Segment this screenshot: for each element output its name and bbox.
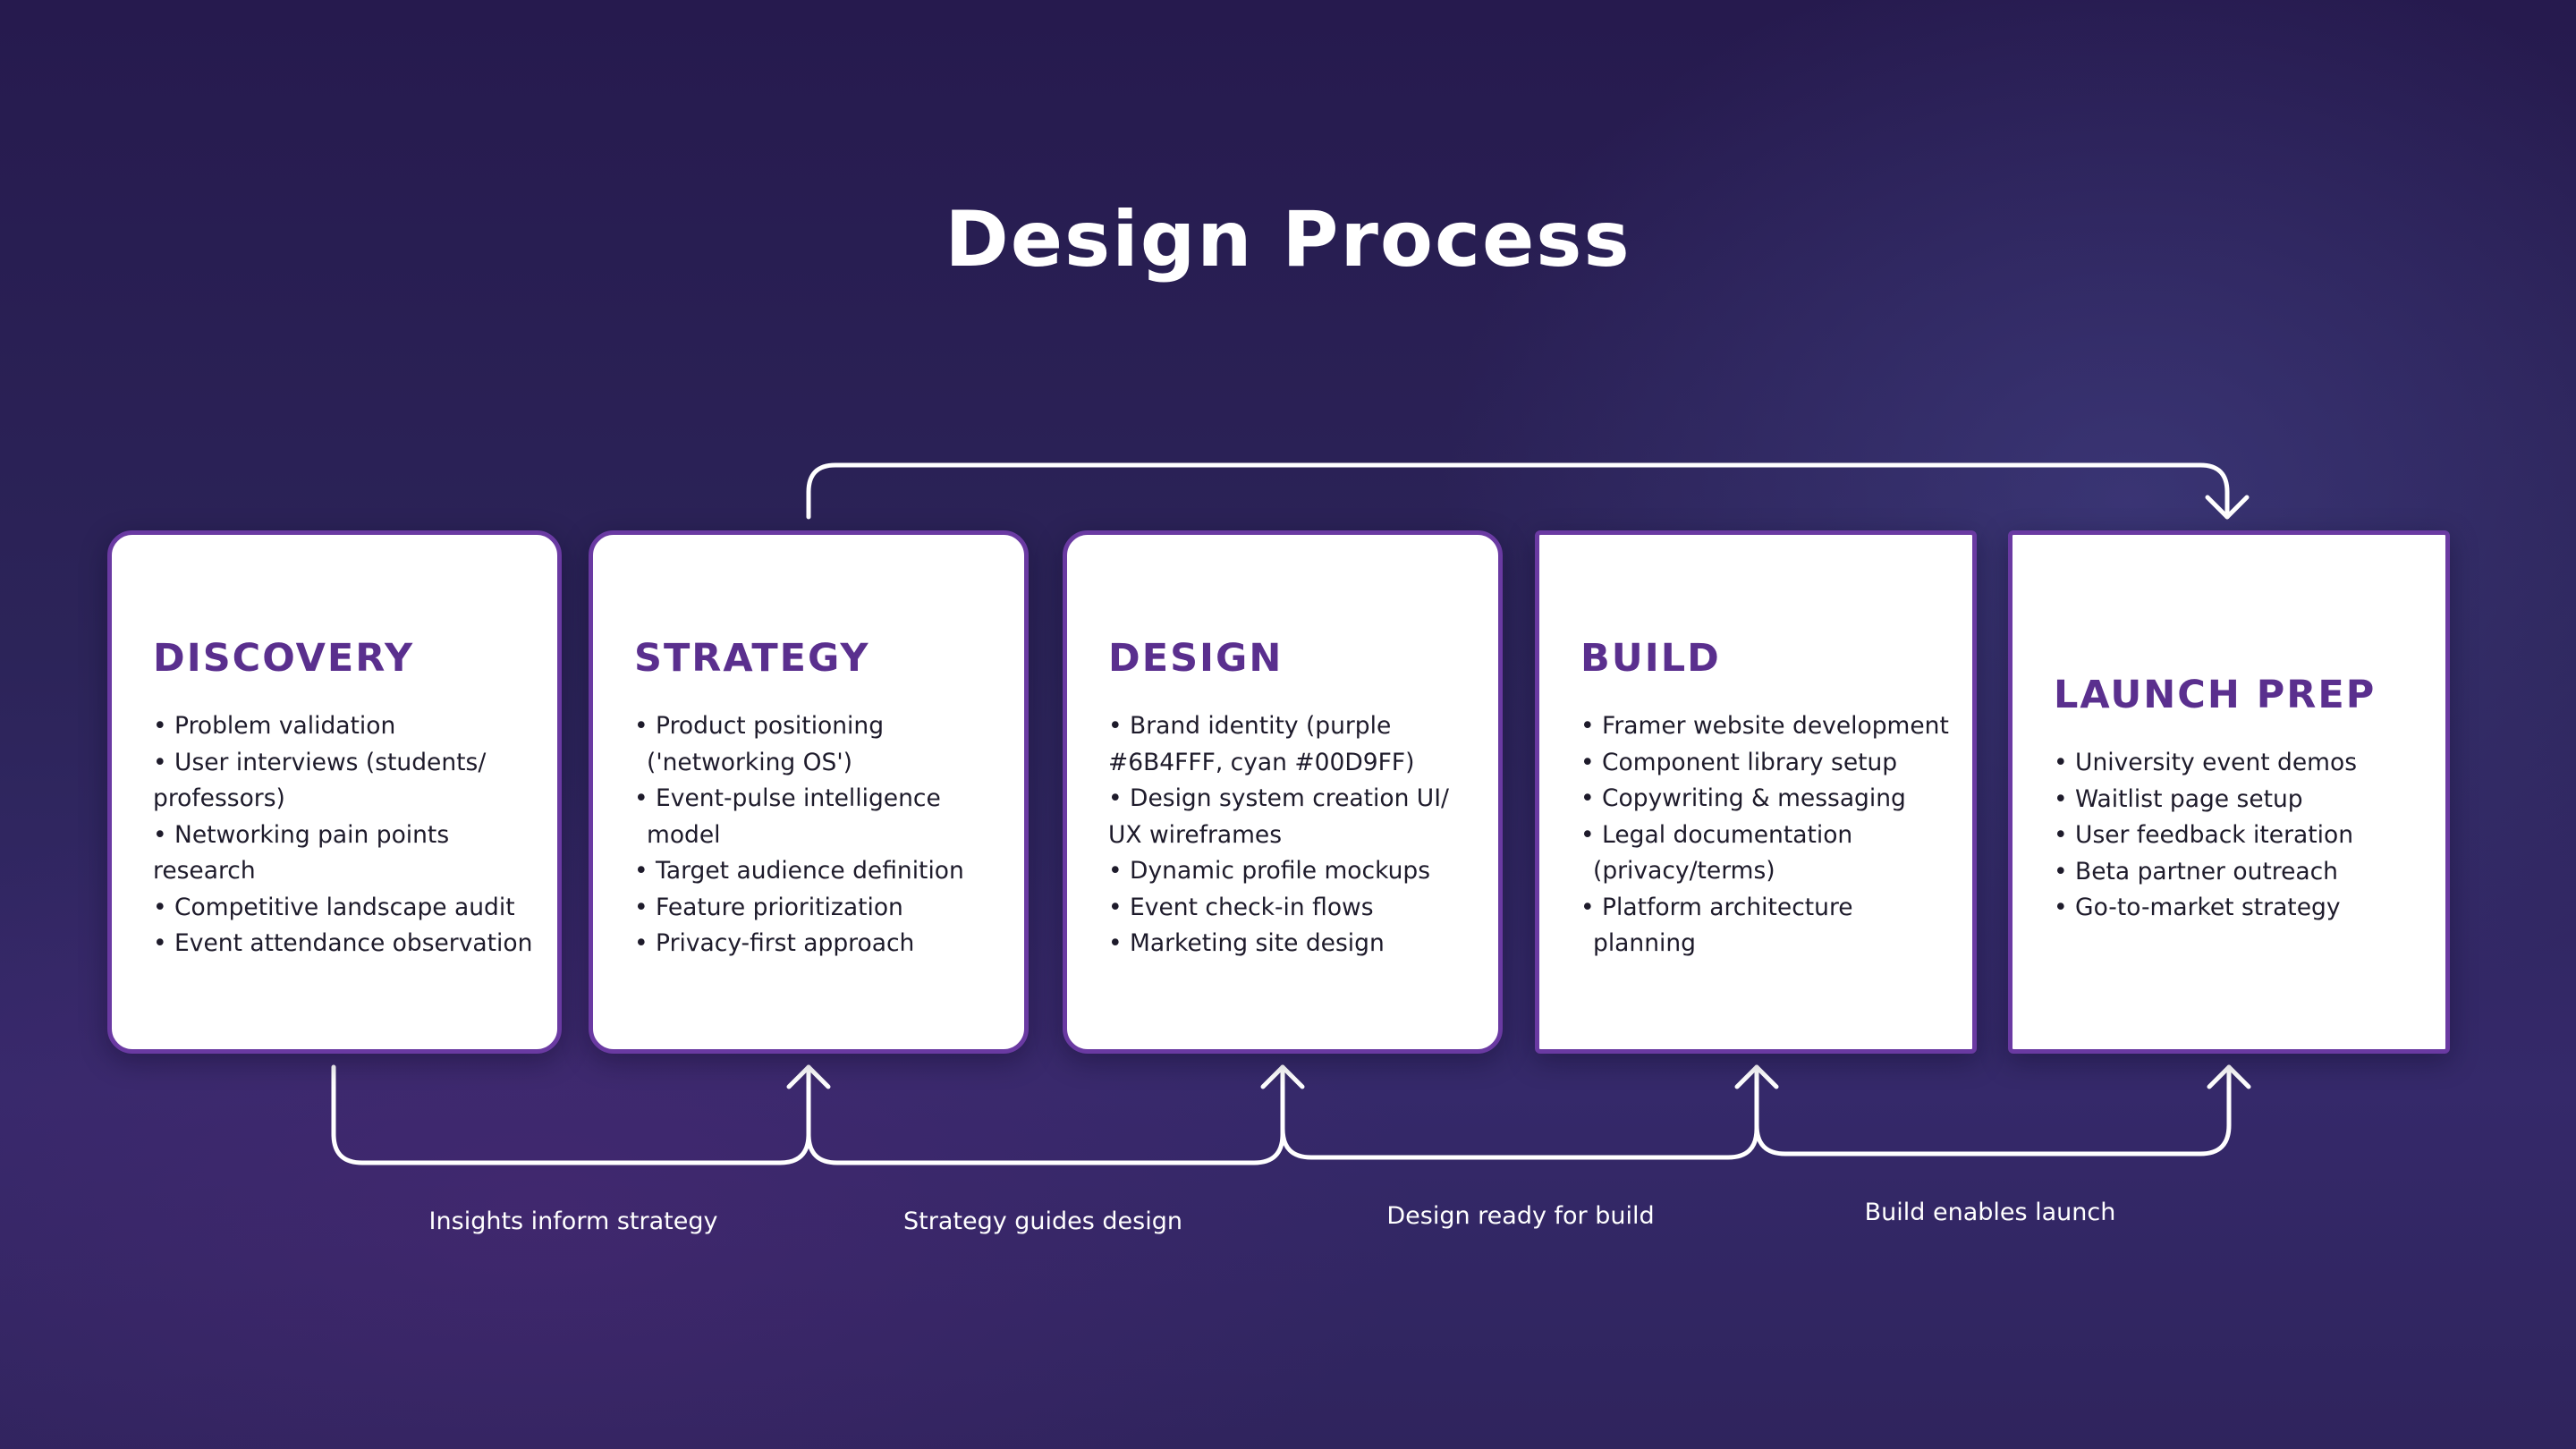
flow-connector-2	[806, 1064, 1285, 1165]
list-item: • User feedback iteration	[2054, 821, 2353, 849]
list-item: • Feature prioritization	[634, 893, 903, 921]
stage-card-launch-prep: LAUNCH PREP • University event demos • W…	[2008, 530, 2450, 1054]
list-item: • University event demos	[2054, 749, 2358, 776]
list-item: #6B4FFF, cyan #00D9FF)	[1108, 748, 1415, 776]
list-item: • Target audience definition	[634, 857, 964, 885]
list-item: • Component library setup	[1580, 748, 1898, 776]
list-item: • Product positioning	[634, 712, 885, 740]
stage-card-design: DESIGN • Brand identity (purple #6B4FFF,…	[1063, 530, 1503, 1054]
list-item: • Design system creation UI/	[1108, 784, 1449, 812]
list-item: UX wireframes	[1108, 820, 1283, 849]
stage-heading: LAUNCH PREP	[2054, 673, 2377, 717]
flow-label-design: Design ready for build	[1386, 1202, 1655, 1230]
list-item: • Go-to-market strategy	[2054, 894, 2341, 921]
top-loop-arrowhead	[2205, 495, 2250, 520]
list-item: • Platform architecture	[1580, 893, 1853, 921]
stage-heading: BUILD	[1580, 636, 1721, 681]
list-item: • Event attendance observation	[153, 929, 533, 957]
top-loop-connector	[806, 462, 2230, 520]
page-title: Design Process	[945, 195, 1631, 284]
list-item: model	[647, 820, 721, 849]
list-item: • Privacy-first approach	[634, 929, 915, 957]
list-item: research	[153, 857, 256, 885]
flow-label-insights: Insights inform strategy	[428, 1208, 718, 1235]
list-item: • Event-pulse intelligence	[634, 784, 941, 812]
list-item: (privacy/terms)	[1593, 857, 1775, 885]
list-item: • Beta partner outreach	[2054, 857, 2338, 886]
flow-label-build: Build enables launch	[1864, 1199, 2116, 1226]
flow-arrowhead-4	[2207, 1064, 2251, 1089]
flow-label-strategy: Strategy guides design	[903, 1208, 1182, 1235]
flow-connector-4	[1754, 1064, 2232, 1157]
flow-arrowhead-3	[1734, 1064, 1779, 1089]
stage-heading: STRATEGY	[634, 636, 870, 681]
stage-item-list: • Framer website development • Component…	[1580, 708, 1949, 962]
stage-card-build: BUILD • Framer website development • Com…	[1535, 530, 1977, 1054]
list-item: • Dynamic profile mockups	[1108, 857, 1431, 885]
flow-connector-1	[331, 1064, 811, 1165]
list-item: • Brand identity (purple	[1108, 712, 1392, 740]
list-item: • Framer website development	[1580, 712, 1949, 740]
stage-item-list: • Brand identity (purple #6B4FFF, cyan #…	[1108, 708, 1462, 962]
stage-card-discovery: DISCOVERY • Problem validation • User in…	[107, 530, 562, 1054]
stage-item-list: • Product positioning ('networking OS') …	[634, 708, 988, 962]
flow-arrowhead-1	[786, 1064, 831, 1089]
flow-arrowhead-2	[1260, 1064, 1305, 1089]
list-item: • Marketing site design	[1108, 929, 1385, 957]
list-item: • Legal documentation	[1580, 820, 1853, 849]
list-item: • Waitlist page setup	[2054, 784, 2303, 813]
list-item: • Competitive landscape audit	[153, 893, 515, 921]
list-item: • Event check-in flows	[1108, 893, 1374, 921]
flow-connector-3	[1280, 1064, 1759, 1160]
list-item: • User interviews (students/	[153, 748, 487, 776]
list-item: • Copywriting & messaging	[1580, 784, 1906, 812]
list-item: • Networking pain points	[153, 820, 450, 849]
stage-item-list: • Problem validation • User interviews (…	[153, 708, 533, 962]
list-item: ('networking OS')	[647, 748, 852, 776]
stage-card-strategy: STRATEGY • Product positioning ('network…	[589, 530, 1029, 1054]
list-item: • Problem validation	[153, 712, 396, 740]
list-item: planning	[1593, 929, 1696, 957]
stage-heading: DISCOVERY	[153, 636, 415, 681]
list-item: professors)	[153, 784, 285, 812]
stage-item-list: • University event demos • Waitlist page…	[2054, 745, 2410, 927]
stage-heading: DESIGN	[1108, 636, 1284, 681]
